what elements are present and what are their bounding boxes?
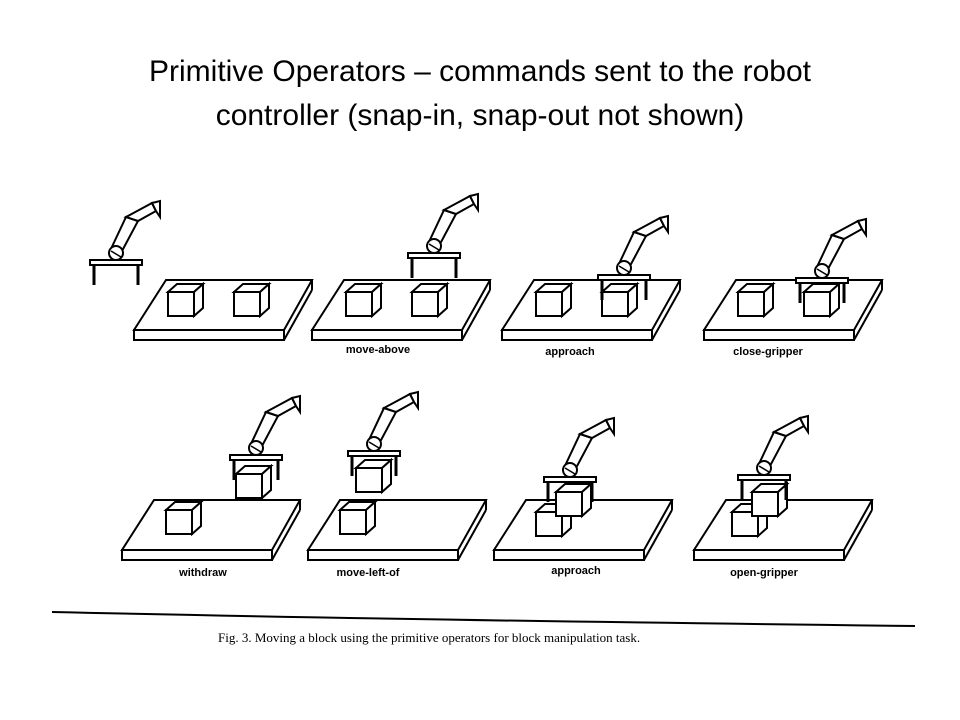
table: [133, 279, 313, 341]
panel-label-open-gripper: open-gripper: [730, 567, 799, 579]
panel-open-gripper: open-gripper: [693, 414, 873, 579]
panel-initial: [88, 199, 313, 341]
slide-title: Primitive Operators – commands sent to t…: [0, 50, 960, 138]
figure-caption: Fig. 3. Moving a block using the primiti…: [218, 630, 640, 645]
table: [307, 499, 487, 561]
block-left: [535, 283, 572, 317]
block-right: [803, 283, 840, 317]
panel-label-approach-2: approach: [551, 565, 601, 577]
caption-rule: [51, 611, 916, 627]
robot-arm: [88, 199, 162, 287]
slide-title-line-2: controller (snap-in, snap-out not shown): [215, 99, 745, 132]
panel-label-approach: approach: [545, 346, 595, 358]
table: [311, 279, 491, 341]
panel-label-move-left-of: move-left-of: [337, 567, 400, 579]
panel-approach-2: approach: [493, 416, 673, 577]
block-right: [233, 283, 270, 317]
slide-title-line-1: Primitive Operators – commands sent to t…: [149, 55, 811, 88]
block-on-table: [339, 501, 376, 535]
panel-withdraw: withdraw: [121, 394, 302, 579]
panel-approach-1: approach: [501, 214, 681, 358]
panel-close-gripper: close-gripper: [703, 217, 883, 358]
panel-move-left-of: move-left-of: [307, 390, 487, 579]
panel-label-close-gripper: close-gripper: [733, 346, 803, 358]
table: [703, 279, 883, 341]
block-left: [345, 283, 382, 317]
panel-move-above: move-above: [311, 192, 491, 356]
block-left: [737, 283, 774, 317]
panel-label-withdraw: withdraw: [178, 567, 227, 579]
robot-arm: [406, 192, 480, 280]
block-released: [751, 483, 788, 517]
table: [121, 499, 301, 561]
block-left: [167, 283, 204, 317]
block-right: [411, 283, 448, 317]
block-right: [601, 283, 638, 317]
panel-label-move-above: move-above: [346, 344, 410, 356]
block-held: [355, 459, 392, 493]
block-on-table: [165, 501, 202, 535]
block-held: [235, 465, 272, 499]
block-held: [555, 483, 592, 517]
table: [501, 279, 681, 341]
